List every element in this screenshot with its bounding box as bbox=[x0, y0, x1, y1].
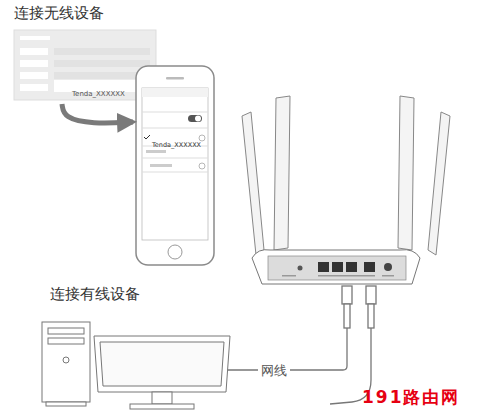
computer-tower bbox=[42, 322, 90, 406]
watermark: 191路由网 bbox=[362, 386, 461, 409]
section-heading: 连接无线设备 bbox=[14, 4, 104, 23]
ssid-text: Tenda_XXXXXX bbox=[152, 141, 201, 149]
phone-art bbox=[136, 66, 214, 265]
cable-label: 网线 bbox=[258, 362, 290, 380]
label-card: Tenda_XXXXXX bbox=[14, 30, 156, 100]
ssid-text: Tenda_XXXXXX bbox=[72, 90, 125, 98]
label-card-art bbox=[14, 30, 156, 100]
router-art bbox=[242, 96, 450, 284]
section-heading: 连接有线设备 bbox=[50, 285, 140, 304]
monitor bbox=[94, 336, 230, 409]
curved-arrow bbox=[62, 104, 133, 123]
phone-screen: Tenda_XXXXXX bbox=[136, 66, 214, 265]
network-cable bbox=[226, 286, 376, 404]
